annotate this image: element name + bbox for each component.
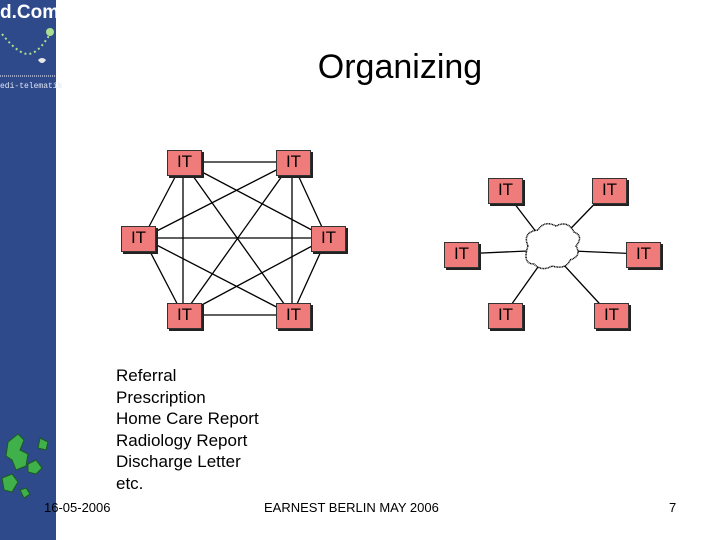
footer-date: 16-05-2006 <box>44 500 111 515</box>
list-item: etc. <box>116 473 144 493</box>
it-node: IT <box>276 303 311 329</box>
it-node: IT <box>488 178 523 204</box>
it-node: IT <box>592 178 627 204</box>
logo-dots-icon <box>0 28 56 77</box>
page-number: 7 <box>669 500 677 515</box>
network-cloud-icon <box>525 223 581 270</box>
document-list: Referral Prescription Home Care Report R… <box>116 365 259 495</box>
it-node: IT <box>121 226 156 252</box>
it-node: IT <box>488 303 523 329</box>
it-node: IT <box>626 242 661 268</box>
it-node: IT <box>594 303 629 329</box>
medcom-logo: d.Com <box>0 2 60 23</box>
list-item: Home Care Report <box>116 409 259 429</box>
footer-event: EARNEST BERLIN MAY 2006 <box>264 500 439 515</box>
it-node: IT <box>167 150 202 176</box>
denmark-map-icon <box>1 433 49 499</box>
list-item: Prescription <box>116 387 206 407</box>
list-item: Radiology Report <box>116 430 248 450</box>
list-item: Referral <box>116 366 177 385</box>
it-node: IT <box>444 242 479 268</box>
it-node: IT <box>167 303 202 329</box>
slide-title: Organizing <box>317 48 483 86</box>
list-item: Discharge Letter <box>116 452 241 472</box>
logo-subtitle: edi-telematik <box>0 82 63 91</box>
it-node: IT <box>276 150 311 176</box>
it-node: IT <box>311 226 346 252</box>
